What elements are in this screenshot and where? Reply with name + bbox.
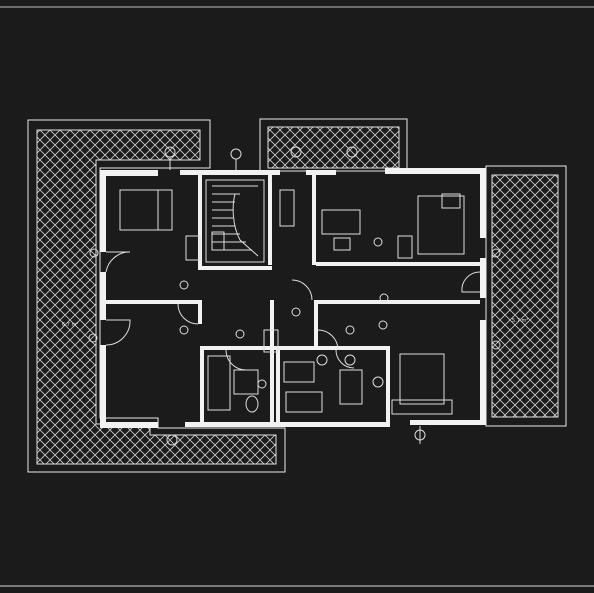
interior-walls	[106, 175, 480, 422]
terrace-west-label: 6.7 m²	[62, 322, 78, 328]
wardrobes	[185, 189, 413, 353]
bathroom-right-fixtures	[283, 354, 384, 413]
bathroom-left-fixtures	[207, 355, 267, 413]
staircase	[205, 179, 265, 263]
section-markers	[88, 146, 501, 446]
terrace-east	[485, 165, 567, 427]
bed-northeast	[417, 193, 465, 255]
desk-northeast	[321, 209, 361, 251]
terrace-north-center	[259, 118, 408, 172]
dimension-ticks	[169, 157, 421, 444]
bed-northwest	[119, 189, 173, 231]
bed-southeast	[391, 353, 453, 415]
terrace-east-label: 5.7 m²	[512, 318, 528, 324]
door-swings	[105, 251, 481, 371]
exterior-walls	[100, 168, 486, 428]
